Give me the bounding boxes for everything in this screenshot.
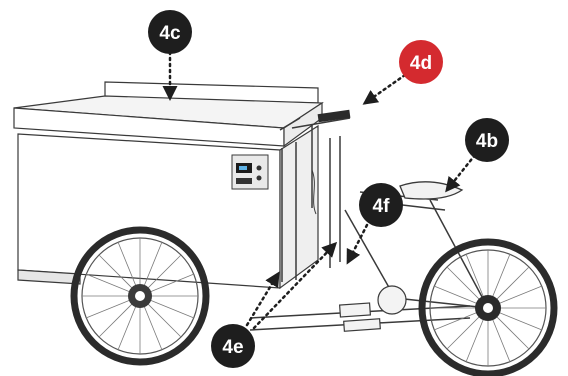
rear-wheel [422, 242, 554, 374]
callout-4e-label: 4e [222, 337, 243, 358]
leader-4b [447, 155, 475, 190]
cargo-box [14, 82, 322, 288]
callout-4c: 4c [148, 10, 192, 54]
callout-4d: 4d [399, 40, 443, 84]
callout-4f: 4f [359, 183, 403, 227]
callout-4b-label: 4b [476, 131, 498, 152]
control-panel [232, 155, 268, 189]
leader-4d [365, 75, 405, 103]
callout-4d-label: 4d [410, 53, 432, 74]
callout-4c-label: 4c [159, 23, 181, 44]
callout-4b: 4b [465, 118, 509, 162]
callout-4f-label: 4f [373, 196, 391, 217]
front-wheel [74, 230, 206, 362]
callout-4e: 4e [211, 324, 255, 368]
crank-pedals [340, 286, 406, 331]
